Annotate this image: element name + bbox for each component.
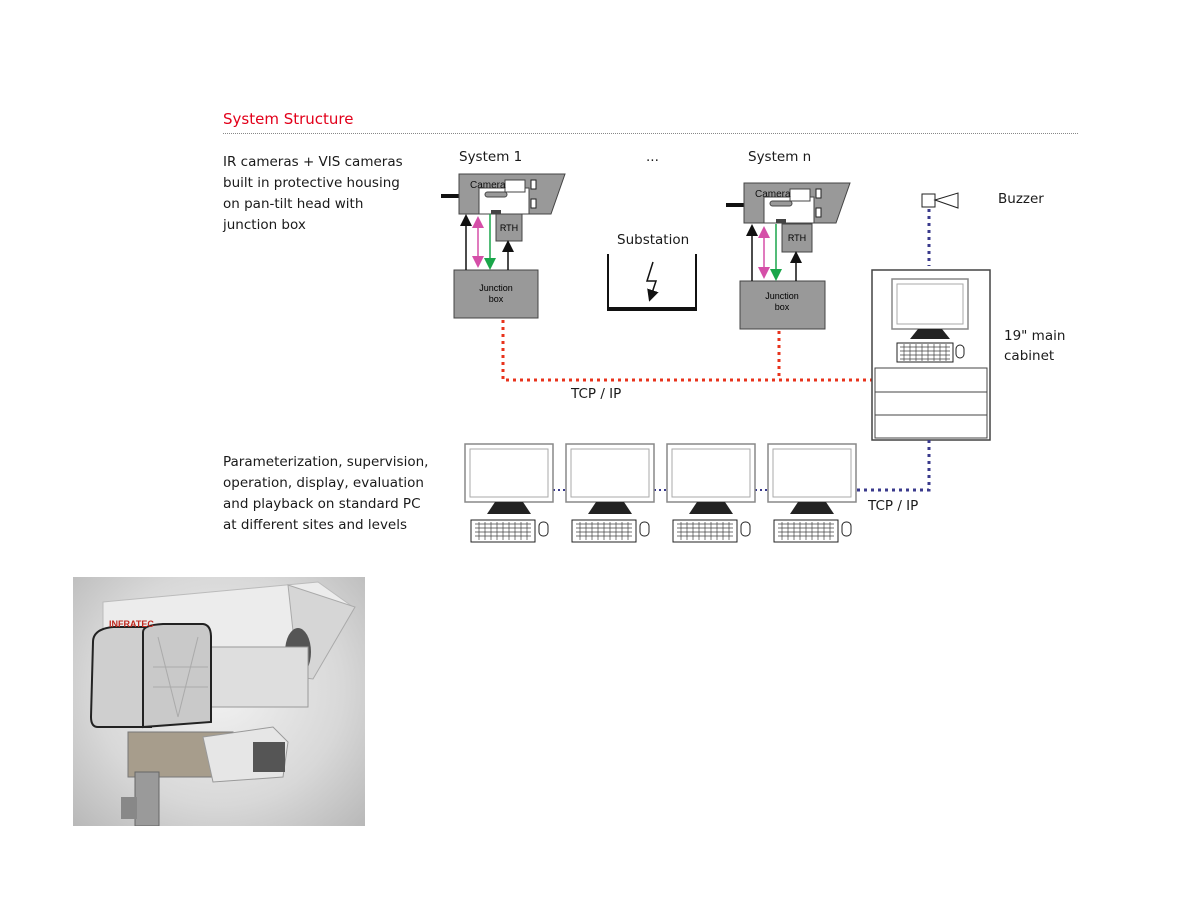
divider xyxy=(223,133,1078,134)
rth-label: RTH xyxy=(788,233,806,243)
tcp-ip-label: TCP / IP xyxy=(571,386,622,402)
text-line: junction box xyxy=(223,217,306,233)
junction-box xyxy=(453,269,539,319)
buzzer-icon xyxy=(921,192,959,209)
system-n: Camera RTH Junction box xyxy=(724,181,852,330)
pc-description: Parameterization, supervision, operation… xyxy=(223,452,428,536)
text-line: cabinet xyxy=(1004,348,1055,364)
tcp-ip-label: TCP / IP xyxy=(868,498,919,514)
camera-label: Camera xyxy=(755,189,791,200)
workstation-pc xyxy=(666,443,756,543)
tcp-ip-pc-line xyxy=(855,440,931,492)
substation-icon xyxy=(607,254,697,311)
camera-illustration: INFRATEC xyxy=(89,581,356,826)
text-line: and playback on standard PC xyxy=(223,496,421,512)
system-n-label: System n xyxy=(748,149,812,165)
junction-label: box xyxy=(489,294,504,304)
system-1-label: System 1 xyxy=(459,149,523,165)
junction-label: Junction xyxy=(765,291,799,301)
page-title: System Structure xyxy=(223,110,354,128)
workstation-pc xyxy=(767,443,857,543)
text-line: 19" main xyxy=(1004,328,1066,344)
workstation-pc xyxy=(565,443,655,543)
rth-box xyxy=(781,223,813,253)
ellipsis: ... xyxy=(646,149,659,165)
text-line: built in protective housing xyxy=(223,175,400,191)
junction-label: box xyxy=(775,302,790,312)
text-line: on pan-tilt head with xyxy=(223,196,364,212)
text-line: Parameterization, supervision, xyxy=(223,454,429,470)
camera-description: IR cameras + VIS cameras built in protec… xyxy=(223,152,403,236)
tcp-ip-network-line xyxy=(501,320,872,382)
camera-label: Camera xyxy=(470,180,506,191)
system-1: Camera RTH Junction box xyxy=(439,172,567,319)
camera-product-photo: INFRATEC xyxy=(73,577,365,826)
cabinet-label: 19" main cabinet xyxy=(1004,326,1065,366)
rth-label: RTH xyxy=(500,223,518,233)
text-line: IR cameras + VIS cameras xyxy=(223,154,403,170)
workstation-pc xyxy=(464,443,554,543)
text-line: operation, display, evaluation xyxy=(223,475,424,491)
substation-label: Substation xyxy=(617,232,690,248)
infratec-logo: INFRATEC xyxy=(109,619,154,629)
buzzer-label: Buzzer xyxy=(998,191,1044,207)
junction-label: Junction xyxy=(479,283,513,293)
main-cabinet xyxy=(871,269,991,441)
junction-box xyxy=(739,280,826,330)
text-line: at different sites and levels xyxy=(223,517,408,533)
